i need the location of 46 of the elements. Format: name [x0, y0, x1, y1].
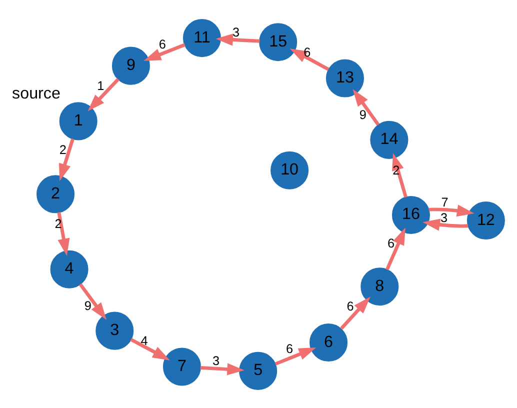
node-label: source [12, 84, 60, 102]
node-circle: 3 [96, 311, 134, 350]
edge-label: 6 [388, 236, 395, 250]
node-circle: 8 [360, 267, 399, 306]
node-circle: 1 [59, 102, 98, 140]
arrow [392, 152, 408, 198]
node-circle: 13 [326, 58, 364, 97]
arrow [274, 347, 316, 366]
edge-label: 1 [97, 78, 104, 92]
arrow [88, 78, 120, 111]
edge-label: 3 [232, 24, 240, 39]
node-circle: 7 [162, 347, 202, 386]
node-circle: 5 [239, 351, 278, 390]
edge-label: 9 [359, 107, 366, 122]
node-circle: 16 [392, 195, 430, 234]
edge-label: 6 [158, 36, 166, 51]
edge-label: 4 [140, 334, 148, 348]
arrow [144, 42, 186, 60]
edge-label: 3 [212, 354, 220, 368]
edge-label: 6 [304, 44, 311, 59]
node-circle: 12 [466, 200, 505, 240]
edge-label: 7 [441, 194, 448, 209]
arrow [422, 218, 468, 230]
arrow [200, 362, 245, 375]
edge-label: 6 [346, 299, 354, 314]
arrow [130, 337, 170, 360]
arrow [290, 48, 330, 70]
node-circle: 2 [36, 174, 75, 213]
arrow [428, 204, 474, 216]
node-circle: 14 [370, 120, 408, 158]
arrow [58, 138, 74, 181]
arrow [340, 296, 370, 330]
edge-label: 9 [84, 298, 92, 313]
node-circle: 15 [259, 22, 298, 61]
arrow [352, 88, 380, 126]
node-circle: 4 [50, 250, 88, 288]
arrow [78, 282, 107, 320]
node-circle: 10 [270, 150, 309, 189]
arrow [385, 227, 406, 270]
edge-label: 2 [59, 142, 66, 156]
node-circle: 9 [112, 46, 150, 84]
node-circle: 11 [182, 18, 222, 57]
arrow [216, 33, 260, 46]
edge-label: 3 [440, 210, 448, 224]
edge-label: 6 [286, 341, 294, 356]
node-circle: 6 [310, 323, 348, 362]
